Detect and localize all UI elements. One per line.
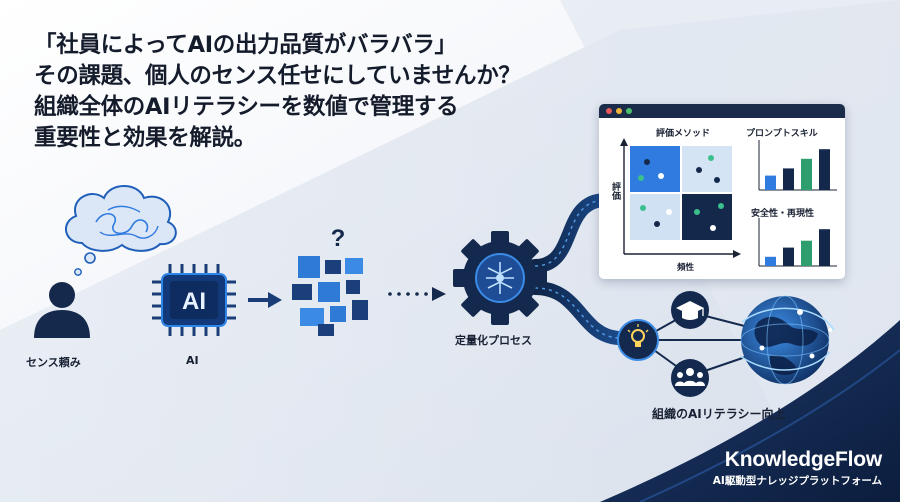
chart1-bar-2 [783,168,794,190]
chart2-bar-1 [765,256,776,266]
headline-line-2: その課題、個人のセンス任せにしていませんか？ [34,63,521,89]
globe-icon [739,295,835,385]
brand-logo: KnowledgeFlow [724,448,882,471]
chart2-title: 安全性・再現性 [751,209,815,219]
matrix-cell-top-right [682,146,732,192]
matrix-cell-bottom-right [682,194,732,240]
matrix-cell-top-left [630,146,680,192]
outcome-label: 組織のAIリテラシー向上 [652,407,786,421]
brand-tagline: AI駆動型ナレッジプラットフォーム [712,475,882,487]
graduation-cap-icon [671,291,709,329]
dotted-arrow-icon [388,287,446,301]
process-label: 定量化プロセス [455,334,532,347]
thought-cloud-icon [65,185,177,276]
chart1 [758,140,837,191]
question-mark-icon: ? [331,225,346,252]
ai-chip-text: AI [182,288,206,315]
window-maximize-icon[interactable] [626,108,632,114]
dashboard-window: 評価メソッド プロンプトスキル 安全性・再現性 評価 頻性 [599,104,845,279]
matrix-title: 評価メソッド [656,129,711,139]
chart1-bar-4 [819,149,830,190]
ai-chip-icon: AI [152,264,236,336]
chart2-bar-4 [819,229,830,266]
headline-line-3: 組織全体のAIリテラシーを数値で管理する [34,94,459,120]
chip-label: AI [186,354,199,367]
connector-tubes [528,193,625,345]
idea-bulb-icon [617,319,659,361]
evaluation-matrix [620,138,741,258]
headline-line-4: 重要性と効果を解説。 [34,125,257,151]
dashboard-graphics [620,138,837,267]
headline-line-1: 「社員によってAIの出力品質がバラバラ」 [34,32,457,58]
scattered-fragments-icon [292,256,368,336]
y-axis-label: 評価 [610,182,620,200]
person-icon [34,282,90,338]
matrix-cell-bottom-left [630,194,680,240]
gear-icon [453,231,547,325]
headline: 「社員によってAIの出力品質がバラバラ」 その課題、個人のセンス任せにしていませ… [34,30,521,154]
person-label: センス頼み [26,356,81,369]
window-close-icon[interactable] [606,108,612,114]
chart1-bar-3 [801,158,812,190]
window-minimize-icon[interactable] [616,108,622,114]
arrow-icon [248,292,282,308]
corner-wave-line [639,349,900,502]
brand-block: KnowledgeFlow AI駆動型ナレッジプラットフォーム [713,448,882,488]
chart2 [758,218,837,267]
chart1-title: プロンプトスキル [746,129,818,139]
chart2-bar-2 [783,247,794,266]
chart1-bar-1 [765,175,776,190]
x-axis-label: 頻性 [677,263,695,273]
corner-wave [600,320,900,502]
window-title-bar [599,104,845,118]
chart2-bar-3 [801,240,812,266]
team-icon [671,359,709,397]
